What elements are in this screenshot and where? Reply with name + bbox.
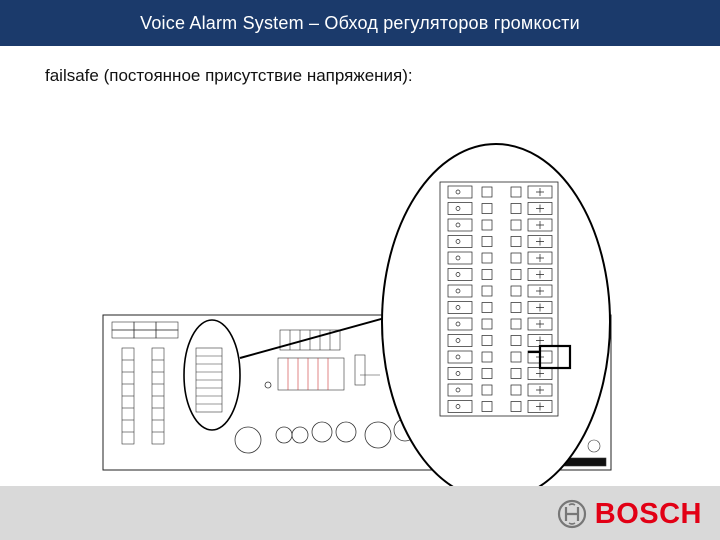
middle-terminal-strip — [277, 329, 345, 391]
small-highlight-terminals — [195, 347, 223, 413]
zoomed-terminal-plus — [536, 369, 544, 378]
zoomed-terminal-plus — [536, 320, 544, 328]
zoomed-terminal-screw — [455, 189, 461, 195]
zoomed-mid-switch — [481, 236, 493, 247]
zoomed-terminal-screw — [455, 387, 461, 393]
zoomed-terminal-screw — [455, 255, 461, 261]
left-label-boxes — [111, 321, 179, 339]
zoomed-terminal-plus — [536, 237, 544, 246]
zoomed-mid-switch — [510, 252, 522, 264]
zoomed-mid-switch — [510, 335, 522, 346]
zoomed-terminal-plus — [536, 287, 544, 295]
zoomed-mid-switch — [481, 401, 493, 412]
zoom-highlight-large — [381, 143, 611, 486]
zoomed-mid-switch — [481, 368, 493, 379]
brand-name: BOSCH — [594, 497, 702, 530]
zoomed-terminal-plus — [536, 402, 544, 411]
zoomed-terminal-screw — [455, 338, 461, 343]
zoomed-mid-switch — [510, 269, 522, 280]
zoomed-mid-switch — [510, 384, 522, 396]
footer-bar: BOSCH — [0, 486, 720, 540]
zoomed-terminal-plus — [536, 188, 544, 196]
zoomed-mid-switch — [481, 384, 493, 396]
zoomed-terminal-plus — [536, 336, 544, 345]
rear-panel-diagram — [102, 143, 612, 486]
zoomed-mid-switch — [481, 186, 493, 198]
zoomed-terminal-plus — [536, 204, 544, 213]
bosch-logo: BOSCH — [557, 498, 702, 530]
zoomed-terminal-screw — [455, 288, 461, 294]
bosch-armature-icon — [557, 499, 586, 529]
zoomed-terminal-screw — [455, 222, 461, 228]
panel-highlight-small — [183, 319, 241, 431]
zoomed-terminal-block — [439, 181, 559, 417]
zoomed-terminal-screw — [455, 272, 461, 277]
zoomed-terminal-screw — [455, 321, 461, 327]
zoomed-terminal-plus — [536, 303, 544, 312]
left-terminal-column — [121, 347, 165, 445]
zoomed-mid-switch — [481, 335, 493, 346]
zoomed-mid-switch — [510, 236, 522, 247]
zoomed-terminal-screw — [455, 239, 461, 244]
zoomed-mid-switch — [481, 285, 493, 297]
zoomed-terminal-screw — [455, 371, 461, 376]
zoomed-mid-switch — [510, 203, 522, 214]
zoomed-mid-switch — [510, 186, 522, 198]
zoomed-terminal-plus — [536, 221, 544, 229]
slide-title: Voice Alarm System – Обход регуляторов г… — [140, 12, 580, 33]
zoomed-mid-switch — [481, 203, 493, 214]
zoomed-mid-switch — [510, 302, 522, 313]
zoomed-mid-switch — [481, 252, 493, 264]
zoomed-terminal-screw — [455, 354, 461, 360]
zoomed-mid-switch — [510, 285, 522, 297]
zoomed-mid-switch — [481, 302, 493, 313]
zoomed-terminal-rows — [447, 185, 553, 413]
zoom-connector-line — [239, 315, 393, 359]
zoomed-terminal-plus — [536, 386, 544, 394]
zoomed-mid-switch — [481, 219, 493, 231]
zoomed-terminal-screw — [455, 404, 461, 409]
zoomed-terminal-screw — [455, 206, 461, 211]
zoomed-mid-switch — [510, 401, 522, 412]
slide-subtitle: failsafe (постоянное присутствие напряже… — [45, 66, 413, 85]
header-bar: Voice Alarm System – Обход регуляторов г… — [0, 0, 720, 46]
zoomed-terminal-screw — [455, 305, 461, 310]
zoomed-mid-switch — [510, 318, 522, 330]
zoomed-terminal-plus — [536, 270, 544, 279]
zoomed-mid-switch — [481, 351, 493, 363]
zoomed-terminal-plus — [536, 254, 544, 262]
zoomed-mid-switch — [510, 351, 522, 363]
zoomed-bypass-bracket — [528, 344, 572, 370]
zoomed-mid-switch — [481, 269, 493, 280]
zoomed-mid-switch — [481, 318, 493, 330]
zoomed-mid-switch — [510, 219, 522, 231]
zoomed-mid-switch — [510, 368, 522, 379]
